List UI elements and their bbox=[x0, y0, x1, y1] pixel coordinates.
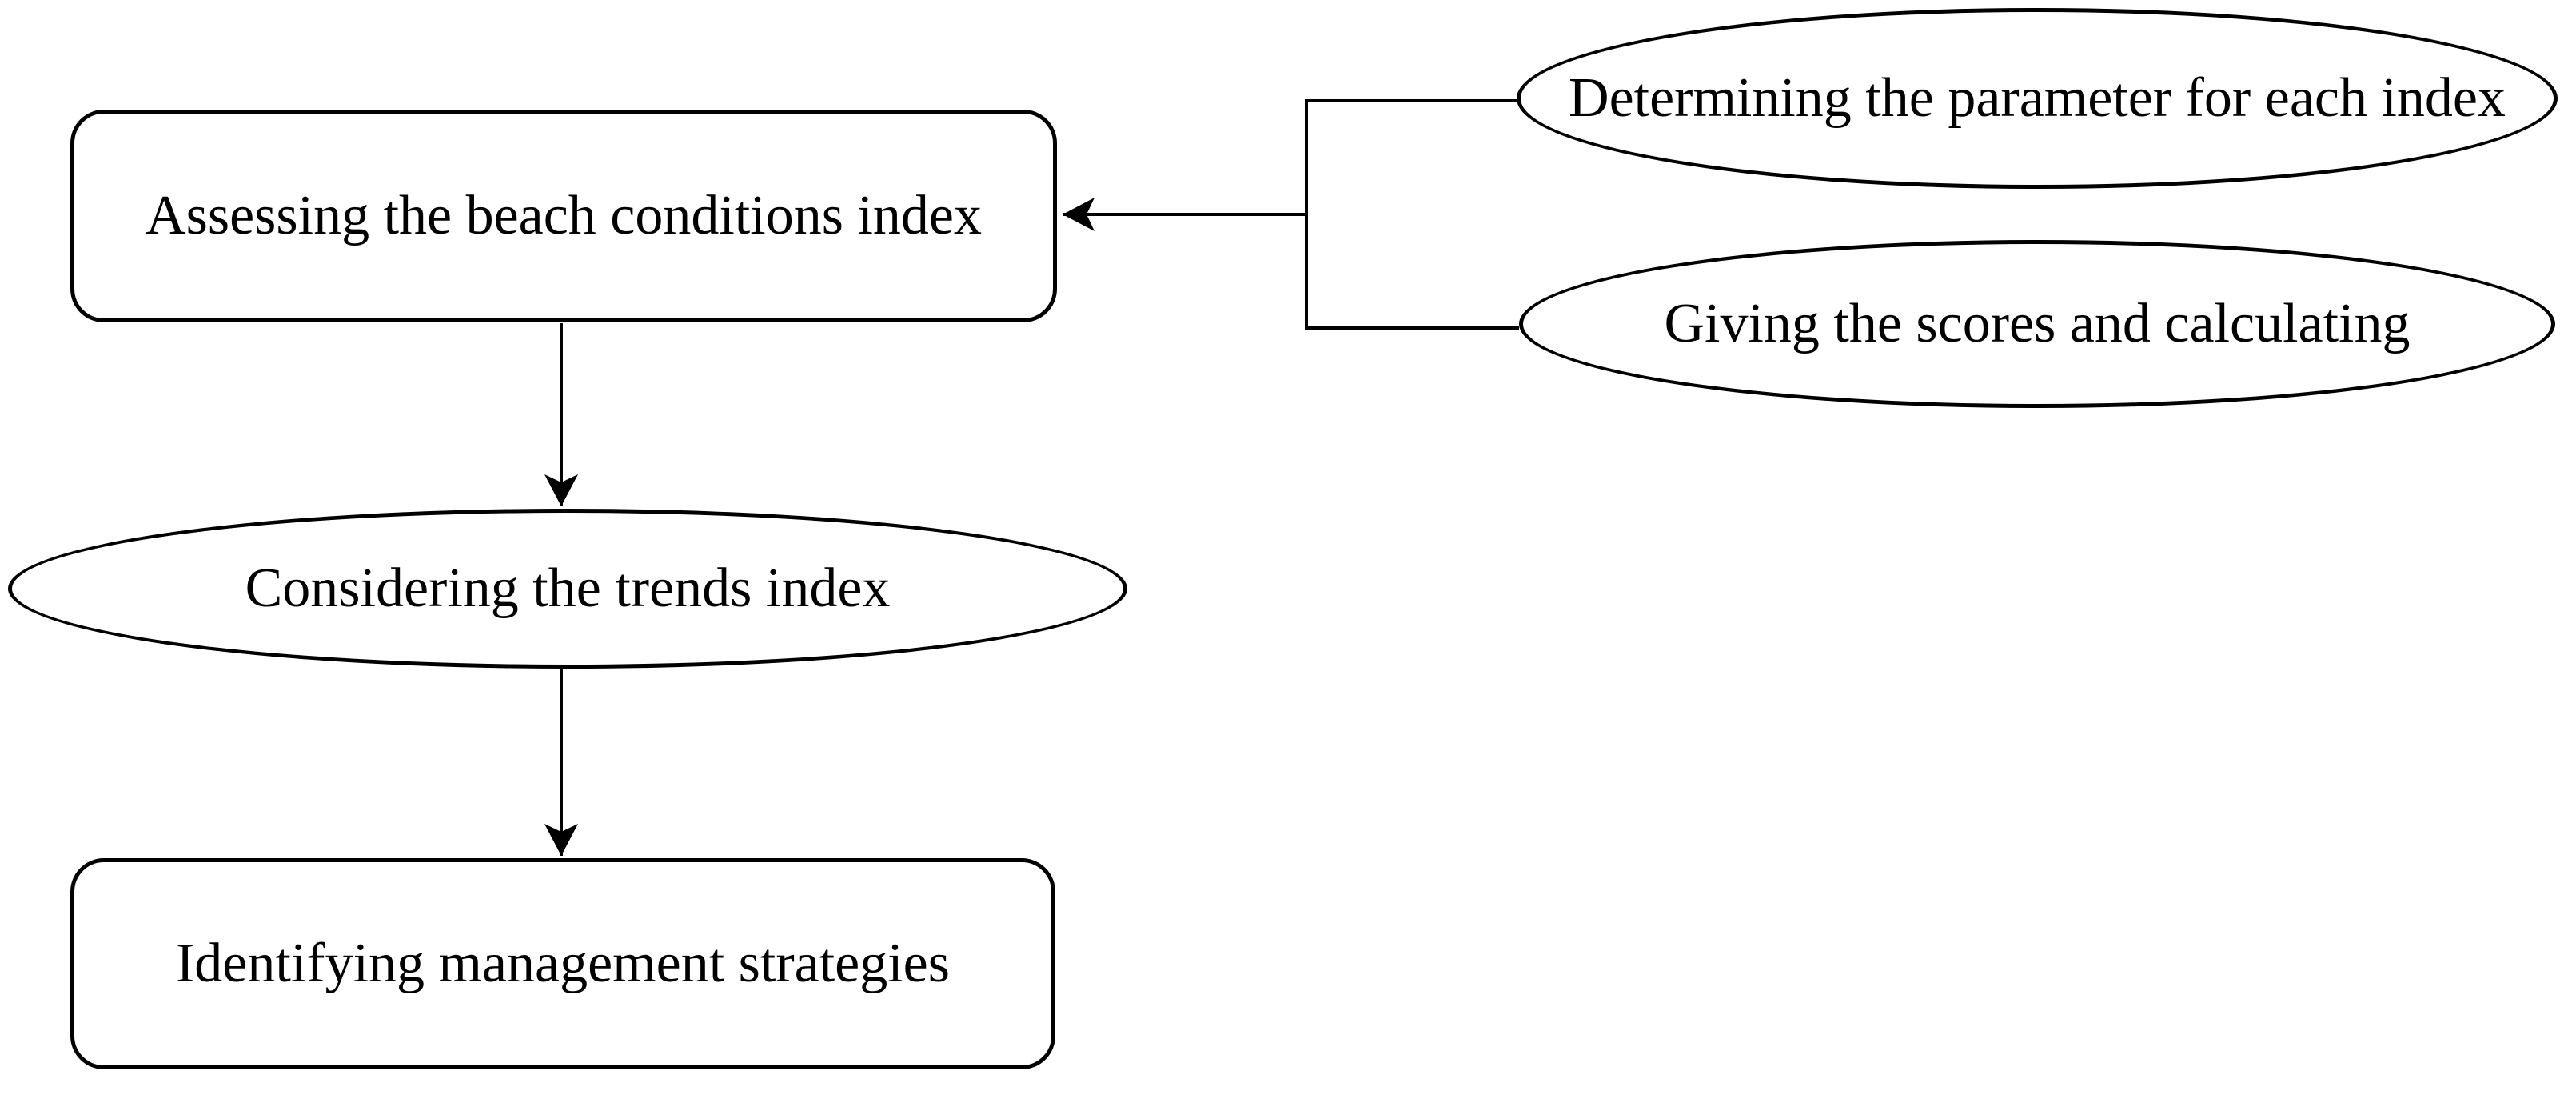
edge-branch-bracket bbox=[1305, 99, 1519, 330]
node-assessing-beach-conditions-index: Assessing the beach conditions index bbox=[70, 110, 1057, 322]
node-giving-label: Giving the scores and calculating bbox=[1664, 292, 2411, 354]
node-considering-label: Considering the trends index bbox=[245, 557, 891, 619]
node-assessing-label: Assessing the beach conditions index bbox=[146, 184, 982, 246]
node-identifying-management-strategies: Identifying management strategies bbox=[70, 858, 1055, 1069]
node-identifying-label: Identifying management strategies bbox=[175, 932, 950, 994]
node-considering-trends-index: Considering the trends index bbox=[8, 509, 1127, 669]
node-determining-label: Determining the parameter for each index bbox=[1569, 66, 2506, 129]
node-determining-parameter-for-each-index: Determining the parameter for each index bbox=[1517, 8, 2558, 189]
node-giving-scores-and-calculating: Giving the scores and calculating bbox=[1519, 240, 2555, 408]
